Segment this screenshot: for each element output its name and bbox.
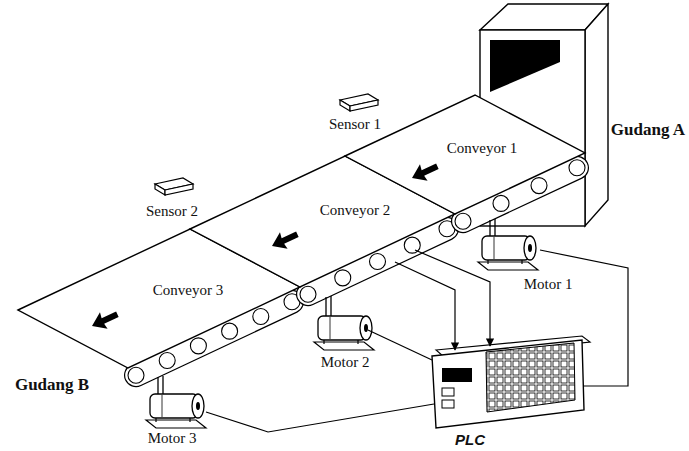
conveyor-label: Conveyor 3 <box>153 282 223 299</box>
roller <box>455 213 471 229</box>
motor-label: Motor 1 <box>524 276 573 293</box>
roller <box>370 254 386 270</box>
roller <box>531 178 547 194</box>
warehouse-label: Gudang B <box>15 376 89 395</box>
conveyor-label: Conveyor 1 <box>447 140 517 157</box>
roller <box>159 353 175 369</box>
signal-wire <box>206 250 628 432</box>
roller <box>569 160 585 176</box>
roller <box>300 286 316 302</box>
roller <box>190 338 206 354</box>
roller <box>222 323 238 339</box>
plc-label: PLC <box>455 432 485 449</box>
sensor-label: Sensor 1 <box>329 116 381 133</box>
motor-symbol <box>314 316 374 350</box>
sensor-label: Sensor 2 <box>146 203 198 220</box>
belt-surfaces <box>18 95 585 368</box>
flow-arrows <box>88 158 441 334</box>
roller <box>335 270 351 286</box>
motor-label: Motor 2 <box>321 354 370 371</box>
motor-symbol <box>146 394 206 428</box>
motor-symbol <box>478 236 538 270</box>
plc-unit <box>432 336 590 428</box>
motor-label: Motor 3 <box>148 430 197 447</box>
roller <box>253 308 269 324</box>
sensor-symbol <box>155 94 378 195</box>
roller <box>493 195 509 211</box>
roller <box>128 367 144 383</box>
conveyor-label: Conveyor 2 <box>320 202 390 219</box>
warehouse-label: Gudang A <box>611 121 685 140</box>
